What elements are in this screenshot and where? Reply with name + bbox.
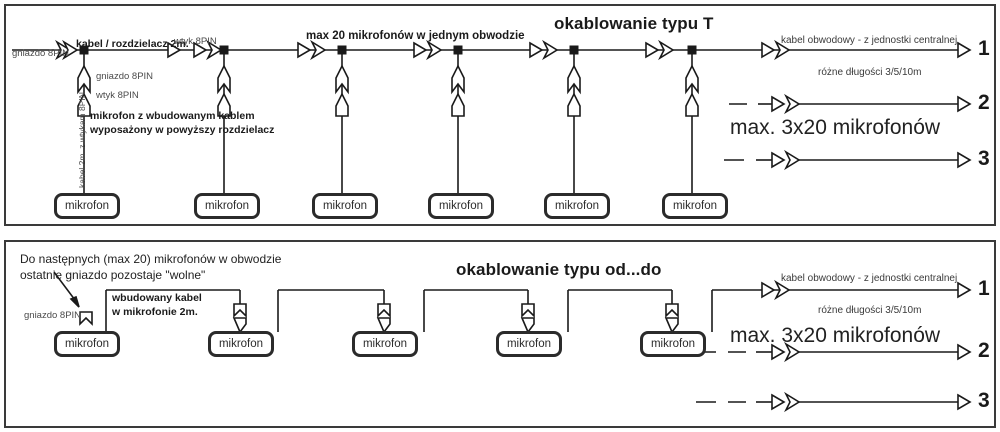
trunk-length-label-top: różne długości 3/5/10m	[818, 67, 922, 78]
trunk-cable-label-bottom: kabel obwodowy - z jednostki centralnej	[781, 273, 958, 284]
mic-label: mikrofon	[322, 200, 368, 212]
mic-box-2-bottom[interactable]: mikrofon	[208, 331, 274, 357]
free-socket-note-line-1: Do następnych (max 20) mikrofonów w obwo…	[20, 252, 282, 266]
circuit-number-1-bottom: 1	[978, 277, 990, 300]
panel-top-title: okablowanie typu T	[554, 14, 714, 33]
label-vertical-cable: kabel 2m. z wtykam 8PIN	[77, 92, 87, 188]
mic-label: mikrofon	[438, 200, 484, 212]
label-plug-branch: wtyk 8PIN	[96, 90, 139, 101]
mic-note-line-1: mikrofon z wbudowanym kablem	[90, 110, 255, 122]
mic-box-2-top[interactable]: mikrofon	[194, 193, 260, 219]
mic-label: mikrofon	[218, 338, 264, 350]
trunk-capacity-label-top: max. 3x20 mikrofonów	[730, 116, 941, 139]
label-socket-free: gniazdo 8PIN	[24, 310, 82, 321]
mic-box-3-top[interactable]: mikrofon	[312, 193, 378, 219]
mic-label: mikrofon	[64, 338, 110, 350]
trunk-cable-label-top: kabel obwodowy - z jednostki centralnej	[781, 35, 958, 46]
mic-note-line-2: wyposażony w powyższy rozdzielacz	[90, 124, 275, 136]
label-socket-branch: gniazdo 8PIN	[96, 71, 154, 82]
mic-box-5-top[interactable]: mikrofon	[544, 193, 610, 219]
circuit-number-2-top: 2	[978, 91, 990, 114]
mic-box-5-bottom[interactable]: mikrofon	[640, 331, 706, 357]
circuit-number-3-top: 3	[978, 147, 990, 170]
label-plug-right: wtyk 8PIN	[174, 36, 217, 47]
trunk-capacity-label-bottom: max. 3x20 mikrofonów	[730, 324, 941, 347]
mic-label: mikrofon	[506, 338, 552, 350]
circuit-number-3-bottom: 3	[978, 389, 990, 412]
panel-bottom-title: okablowanie typu od...do	[456, 260, 662, 279]
mic-label: mikrofon	[362, 338, 408, 350]
circuit-1-terminator	[957, 41, 972, 59]
panel-cabling-type-t: okablowanie typu T max 20 mikrofonów w j…	[4, 4, 996, 226]
label-builtin-cable-line-2: w mikrofonie 2m.	[112, 306, 198, 318]
inline-connector-pairs	[193, 39, 791, 61]
mic-box-1-top[interactable]: mikrofon	[54, 193, 120, 219]
mic-box-1-bottom[interactable]: mikrofon	[54, 331, 120, 357]
mic-label: mikrofon	[64, 200, 110, 212]
mic-box-4-bottom[interactable]: mikrofon	[496, 331, 562, 357]
down-connectors	[232, 303, 679, 334]
mic-box-6-top[interactable]: mikrofon	[662, 193, 728, 219]
mic-label: mikrofon	[672, 200, 718, 212]
trunk-length-label-bottom: różne długości 3/5/10m	[818, 305, 922, 316]
free-socket-note-line-2: ostatnie gniazdo pozostaje "wolne"	[20, 268, 206, 282]
label-socket-left: gniazdo 8PIN	[12, 48, 70, 59]
panel-cabling-type-od-do: okablowanie typu od...do Do następnych (…	[4, 240, 996, 428]
circuit-number-1-top: 1	[978, 37, 990, 60]
mic-label: mikrofon	[650, 338, 696, 350]
free-socket-symbol	[79, 311, 93, 326]
mic-box-3-bottom[interactable]: mikrofon	[352, 331, 418, 357]
label-cable-splitter: kabel / rozdzielacz 2m.	[76, 38, 189, 50]
label-builtin-cable-line-1: wbudowany kabel	[112, 292, 202, 304]
mic-box-4-top[interactable]: mikrofon	[428, 193, 494, 219]
mic-label: mikrofon	[554, 200, 600, 212]
circuit-number-2-bottom: 2	[978, 339, 990, 362]
mic-label: mikrofon	[204, 200, 250, 212]
branch-connectors	[77, 64, 699, 117]
circuit-capacity-note-top: max 20 mikrofonów w jednym obwodzie	[306, 30, 525, 42]
